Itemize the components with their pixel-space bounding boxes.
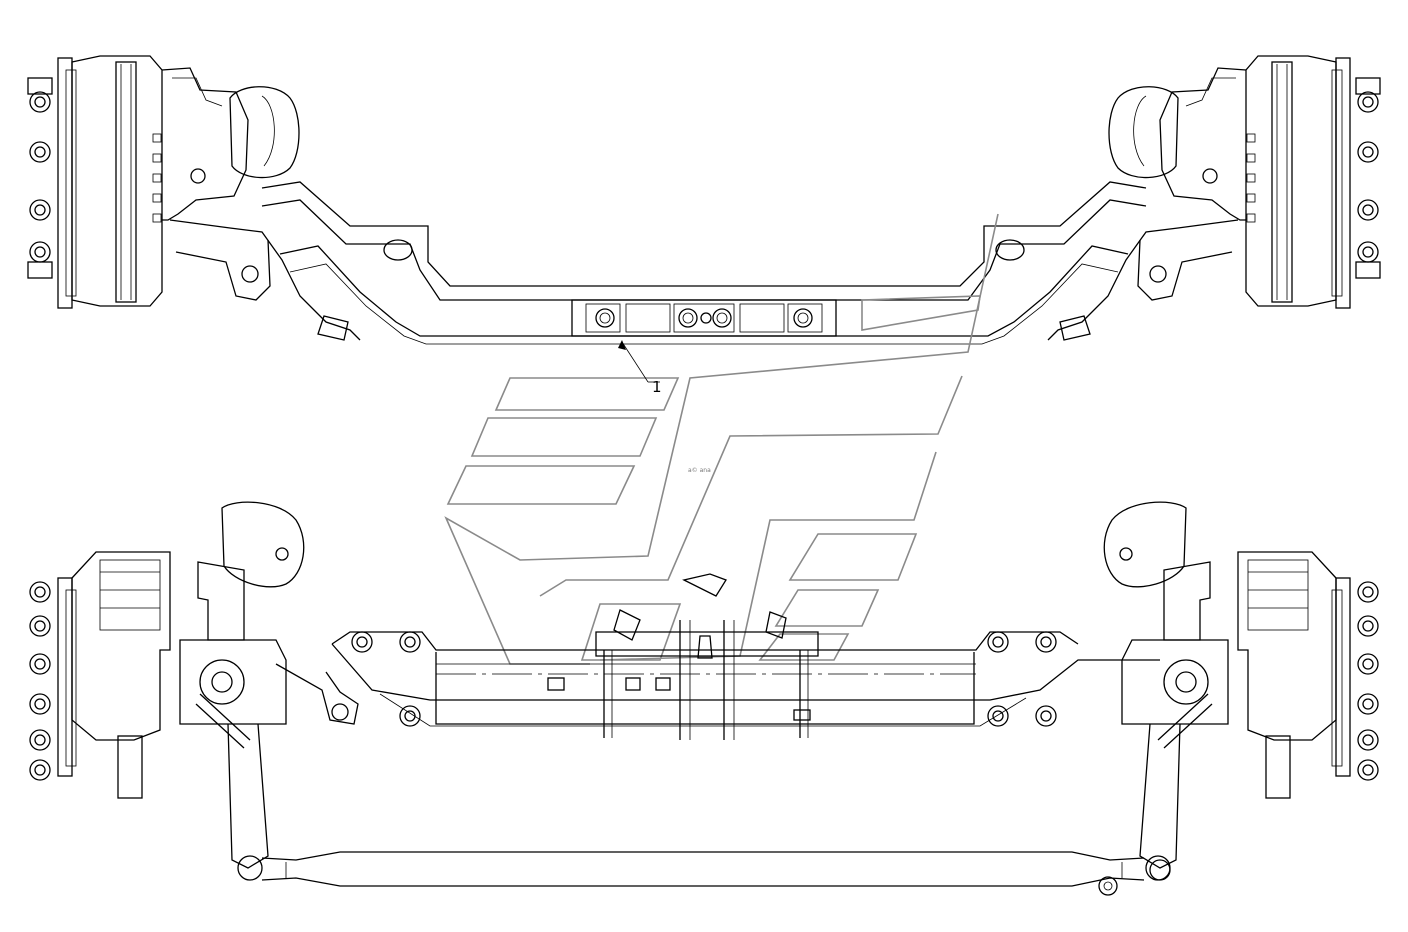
front-view <box>29 501 1379 896</box>
watermark-logo: a© ana <box>444 213 999 665</box>
watermark-text: a© ana <box>688 467 711 474</box>
callout-label-1: 1 <box>652 378 662 396</box>
callout-1: 1 <box>618 340 662 396</box>
top-view <box>27 55 1381 345</box>
